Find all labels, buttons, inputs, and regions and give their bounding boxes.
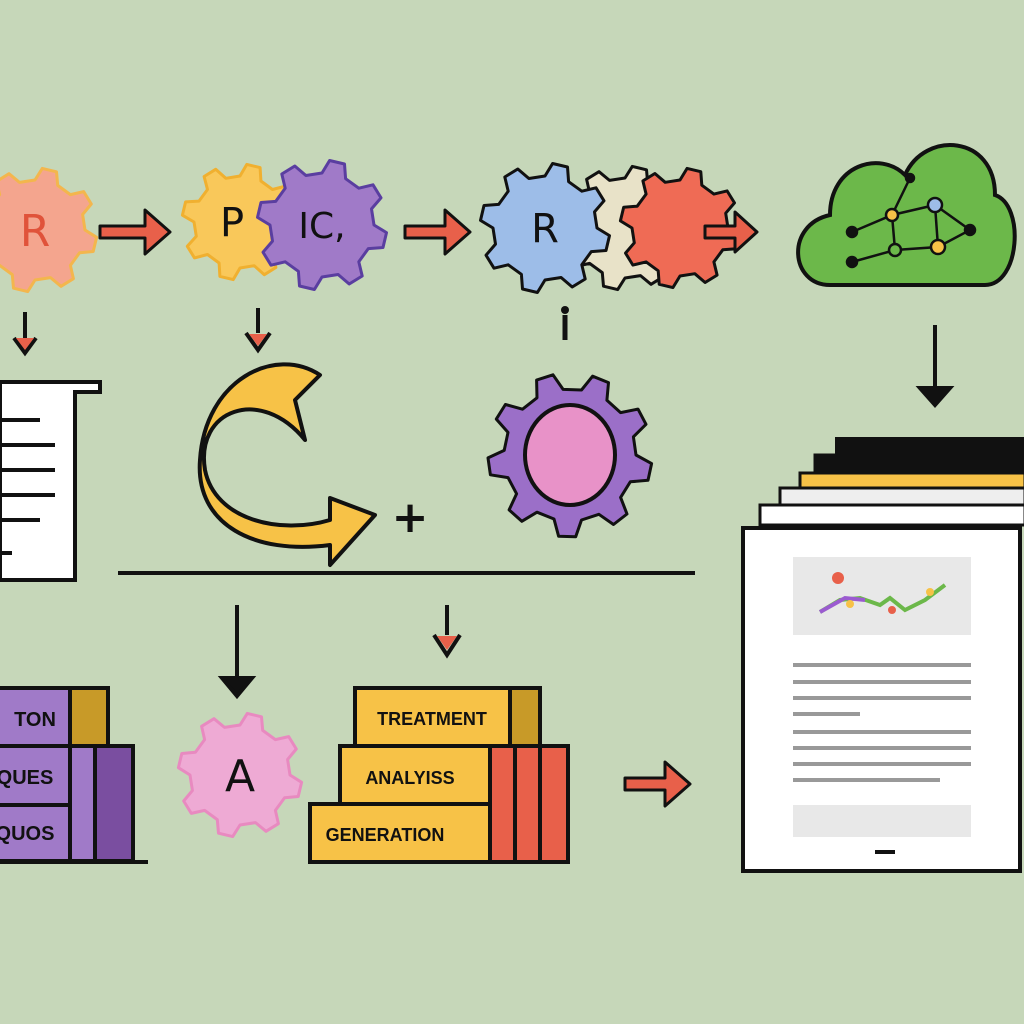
plus-sign: + [392, 492, 429, 543]
report-document-stack [741, 437, 1024, 873]
gear-label: P [220, 200, 244, 246]
gear-shape [479, 162, 611, 294]
gear-center-circle [523, 403, 617, 507]
gear-r-2-icon: R [479, 162, 611, 294]
book-stack-right: TREATMENT ANALYISS GENERATION [308, 686, 570, 864]
gear-label: R [531, 206, 559, 252]
gear-shape [0, 166, 99, 294]
arrow-down-2 [244, 308, 272, 354]
gear-shape [256, 159, 388, 291]
gear-label: A [225, 751, 255, 802]
gear-ic-icon: IC, [256, 159, 388, 291]
book-label: TON [14, 709, 56, 731]
arrow-right-3 [703, 210, 759, 254]
gear-label: R [20, 206, 51, 257]
book-label: QUOS [0, 823, 54, 845]
book-label-analysis: ANALYISS [365, 768, 454, 788]
arrow-right-2 [403, 208, 472, 256]
book-label: QUES [0, 767, 53, 789]
curved-arrow-icon [197, 362, 377, 567]
arrow-down-5 [432, 605, 462, 659]
gear-shape [618, 166, 742, 290]
gear-red-icon [618, 166, 742, 290]
gear-shape [176, 711, 304, 839]
arrow-down-4 [217, 605, 257, 700]
gear-purple-pink-icon [486, 373, 654, 539]
arrow-down-3 [915, 325, 955, 409]
book-stack-left: TON QUES QUOS [0, 686, 148, 864]
book-label-generation: GENERATION [326, 825, 445, 845]
arrow-down-1 [12, 312, 38, 357]
gear-a-icon: A [176, 711, 304, 839]
gear-label: IC, [298, 206, 345, 247]
cloud-network-icon [796, 143, 1017, 287]
arrow-up-small [561, 306, 569, 340]
arrow-right-1 [98, 208, 172, 256]
book-label-treatment: TREATMENT [377, 709, 487, 729]
document-icon [0, 380, 102, 582]
gear-r-1-icon: R [0, 166, 99, 294]
arrow-right-4 [623, 760, 692, 808]
